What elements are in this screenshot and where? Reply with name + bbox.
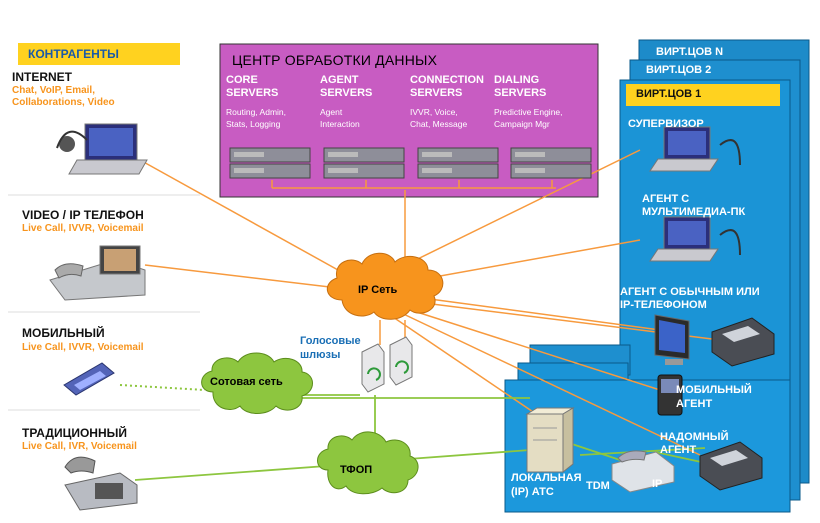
mobile-title: МОБИЛЬНЫЙ <box>22 326 105 340</box>
dc-col-connection-title-1: CONNECTION <box>410 74 484 86</box>
dc-col-agent-sub-2: Interaction <box>320 119 360 129</box>
dc-col-dialing-sub-2: Campaign Mgr <box>494 119 550 129</box>
local-pbx-label-2: (IP) АТС <box>511 486 554 498</box>
internet-sub-2: Collaborations, Video <box>12 97 115 108</box>
dc-col-connection: CONNECTION SERVERS IVVR, Voice, Chat, Me… <box>410 74 500 130</box>
pstn-cloud-label: ТФОП <box>340 464 373 476</box>
local-pbx-icon <box>525 407 575 474</box>
supervisor-laptop-icon <box>649 126 741 172</box>
office-phone-icon <box>611 450 675 493</box>
cellular-cloud-label: Сотовая сеть <box>210 376 283 388</box>
video-ip-title: VIDEO / IP ТЕЛЕФОН <box>22 208 144 222</box>
supervisor-label: СУПЕРВИЗОР <box>628 118 704 130</box>
voice-gateways <box>361 336 413 393</box>
pstn-cloud <box>317 431 419 495</box>
ip-label: IP <box>652 478 663 490</box>
agent-phone-label-1: АГЕНТ С ОБЫЧНЫМ ИЛИ <box>620 286 760 298</box>
traditional-title: ТРАДИЦИОННЫЙ <box>22 426 127 440</box>
agent-mm-label-2: МУЛЬТИМЕДИА-ПК <box>642 206 746 218</box>
dc-col-core-sub-2: Stats, Logging <box>226 119 281 129</box>
laptop-icon <box>56 123 148 175</box>
dc-col-core-sub-1: Routing, Admin, <box>226 107 287 117</box>
dc-col-agent-sub-1: Agent <box>320 107 343 117</box>
tdm-label: TDM <box>586 480 610 492</box>
local-pbx-label-1: ЛОКАЛЬНАЯ <box>511 472 582 484</box>
ip-cloud-label: IP Сеть <box>358 284 398 296</box>
dc-col-dialing-sub-1: Predictive Engine, <box>494 107 563 117</box>
mobile-agent-label-1: МОБИЛЬНЫЙ <box>676 384 752 396</box>
mobile-agent-label-2: АГЕНТ <box>676 398 713 410</box>
server-racks <box>229 147 592 179</box>
virt-2-label: ВИРТ.ЦОВ 2 <box>646 64 712 76</box>
agent-monitor-icon <box>654 314 690 365</box>
mobile-phone-icon <box>63 362 115 396</box>
voice-gateways-label: Голосовые шлюзы <box>300 334 361 362</box>
dc-col-agent: AGENT SERVERS Agent Interaction <box>320 74 410 130</box>
virt-n-label: ВИРТ.ЦОВ N <box>656 46 724 58</box>
dc-col-dialing-title-1: DIALING <box>494 74 540 86</box>
mobile-sub: Live Call, IVVR, Voicemail <box>22 342 144 353</box>
ip-phone-icon <box>711 317 775 367</box>
agent-phone-label-2: IP-ТЕЛЕФОНОМ <box>620 299 707 311</box>
traditional-sub: Live Call, IVR, Voicemail <box>22 441 137 452</box>
contractors-header: КОНТРАГЕНТЫ <box>18 43 180 65</box>
virt-1-label: ВИРТ.ЦОВ 1 <box>636 88 702 100</box>
home-agent-label-1: НАДОМНЫЙ <box>660 431 729 443</box>
dc-col-connection-title-2: SERVERS <box>410 87 463 99</box>
dc-col-core: CORE SERVERS Routing, Admin, Stats, Logg… <box>226 74 316 130</box>
home-agent-label-2: АГЕНТ <box>660 444 697 456</box>
video-phone-icon <box>49 245 146 301</box>
dc-col-connection-sub-2: Chat, Message <box>410 119 468 129</box>
dc-col-core-title-2: SERVERS <box>226 87 279 99</box>
agent-mm-label-1: АГЕНТ С <box>642 193 690 205</box>
dc-col-dialing-title-2: SERVERS <box>494 87 547 99</box>
dc-col-connection-sub-1: IVVR, Voice, <box>410 107 458 117</box>
dc-col-agent-title-1: AGENT <box>320 74 359 86</box>
cellular-cloud <box>201 352 313 414</box>
mobile-agent-icon <box>657 374 683 416</box>
desk-phone-icon <box>64 456 138 511</box>
internet-sub-1: Chat, VoIP, Email, <box>12 85 95 96</box>
datacenter-title: ЦЕНТР ОБРАБОТКИ ДАННЫХ <box>232 52 438 68</box>
voice-gateways-label-1: Голосовые <box>300 335 361 347</box>
dc-col-agent-title-2: SERVERS <box>320 87 373 99</box>
ip-cloud <box>327 252 444 320</box>
video-ip-sub: Live Call, IVVR, Voicemail <box>22 223 144 234</box>
voice-gateways-label-2: шлюзы <box>300 349 341 361</box>
mobile-wireless-link <box>119 384 206 391</box>
virt-1-header: ВИРТ.ЦОВ 1 <box>626 84 780 106</box>
dc-col-core-title-1: CORE <box>226 74 258 86</box>
internet-title: INTERNET <box>12 70 72 84</box>
home-agent-phone-icon <box>699 441 763 491</box>
dc-col-dialing: DIALING SERVERS Predictive Engine, Campa… <box>494 74 594 130</box>
agent-laptop-icon <box>649 216 741 262</box>
contractors-label: КОНТРАГЕНТЫ <box>28 47 119 61</box>
